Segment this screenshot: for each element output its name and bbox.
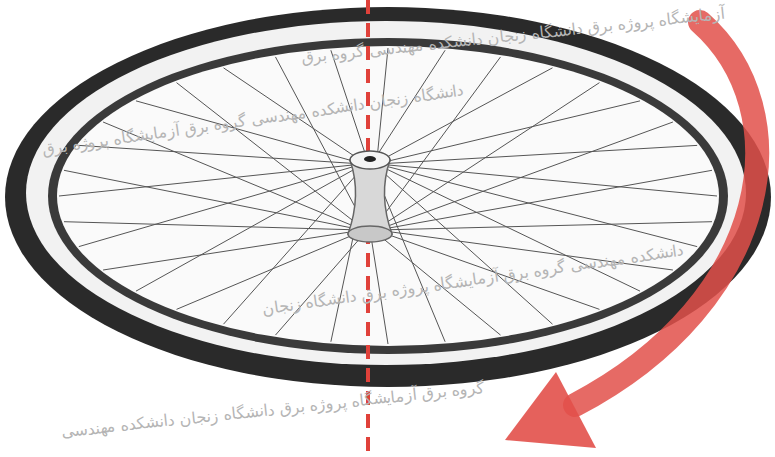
- spoke: [378, 170, 712, 230]
- hub-bottom: [348, 226, 392, 242]
- spoke: [103, 230, 363, 270]
- spoke: [64, 170, 362, 230]
- spoke: [377, 122, 673, 230]
- spoke: [373, 57, 501, 230]
- tire: [5, 7, 771, 387]
- spoke: [79, 164, 363, 247]
- spoke: [59, 164, 362, 196]
- spoke: [64, 222, 362, 230]
- tire-wall: [26, 21, 746, 365]
- spoke: [378, 164, 717, 196]
- spoke: [374, 164, 553, 324]
- spoke: [275, 57, 367, 230]
- spoke: [79, 145, 363, 164]
- watermark: گروه برق آزمایشگاه پروژه برق دانشگاه زنج…: [60, 378, 485, 441]
- axle-hole: [364, 156, 376, 162]
- spoke: [275, 230, 367, 335]
- hub: [348, 151, 392, 242]
- rim: [48, 38, 728, 354]
- spoke: [378, 164, 698, 247]
- spoke: [378, 145, 698, 164]
- spoke: [378, 222, 712, 230]
- spoke: [376, 101, 640, 164]
- rotation-arrow: [575, 22, 757, 405]
- spoke: [374, 68, 553, 164]
- rotation-arrowhead: [505, 372, 596, 448]
- hub-top: [350, 151, 390, 169]
- hub-body: [348, 160, 392, 234]
